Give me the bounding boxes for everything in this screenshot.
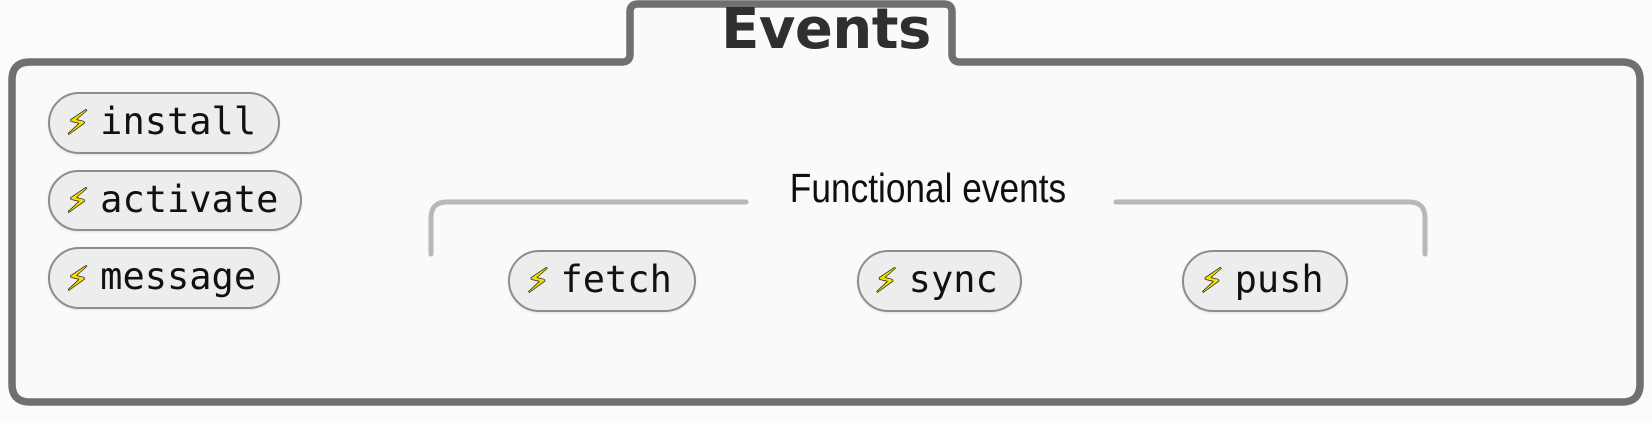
event-pill-label: push <box>1234 258 1324 301</box>
event-pill-label: install <box>100 100 257 143</box>
events-panel: Events ⚡ install ⚡ activate ⚡ message Fu… <box>8 0 1644 406</box>
lightning-bolt-icon: ⚡ <box>65 180 90 220</box>
primary-event-list: ⚡ install ⚡ activate ⚡ message <box>48 92 303 309</box>
event-pill-label: activate <box>100 177 279 221</box>
functional-events-bracket <box>428 199 1428 257</box>
event-pill-label: sync <box>908 258 998 301</box>
lightning-bolt-icon: ⚡ <box>874 261 899 301</box>
event-pill-fetch[interactable]: ⚡ fetch <box>508 250 696 312</box>
functional-event-list: ⚡ fetch ⚡ sync ⚡ push <box>428 250 1428 312</box>
event-pill-label: fetch <box>560 258 672 301</box>
lightning-bolt-icon: ⚡ <box>1200 261 1225 301</box>
event-pill-message[interactable]: ⚡ message <box>48 247 281 309</box>
functional-events-group: Functional events ⚡ fetch ⚡ sync ⚡ push <box>428 168 1428 378</box>
lightning-bolt-icon: ⚡ <box>65 103 90 143</box>
event-pill-activate[interactable]: ⚡ activate <box>48 169 303 232</box>
lightning-bolt-icon: ⚡ <box>65 258 90 298</box>
event-pill-label: message <box>100 255 257 299</box>
event-pill-sync[interactable]: ⚡ sync <box>856 250 1022 312</box>
page-title: Events <box>721 0 931 62</box>
lightning-bolt-icon: ⚡ <box>526 261 551 301</box>
event-pill-install[interactable]: ⚡ install <box>48 92 281 154</box>
functional-events-legend: Functional events <box>789 165 1067 211</box>
event-pill-push[interactable]: ⚡ push <box>1182 250 1348 312</box>
